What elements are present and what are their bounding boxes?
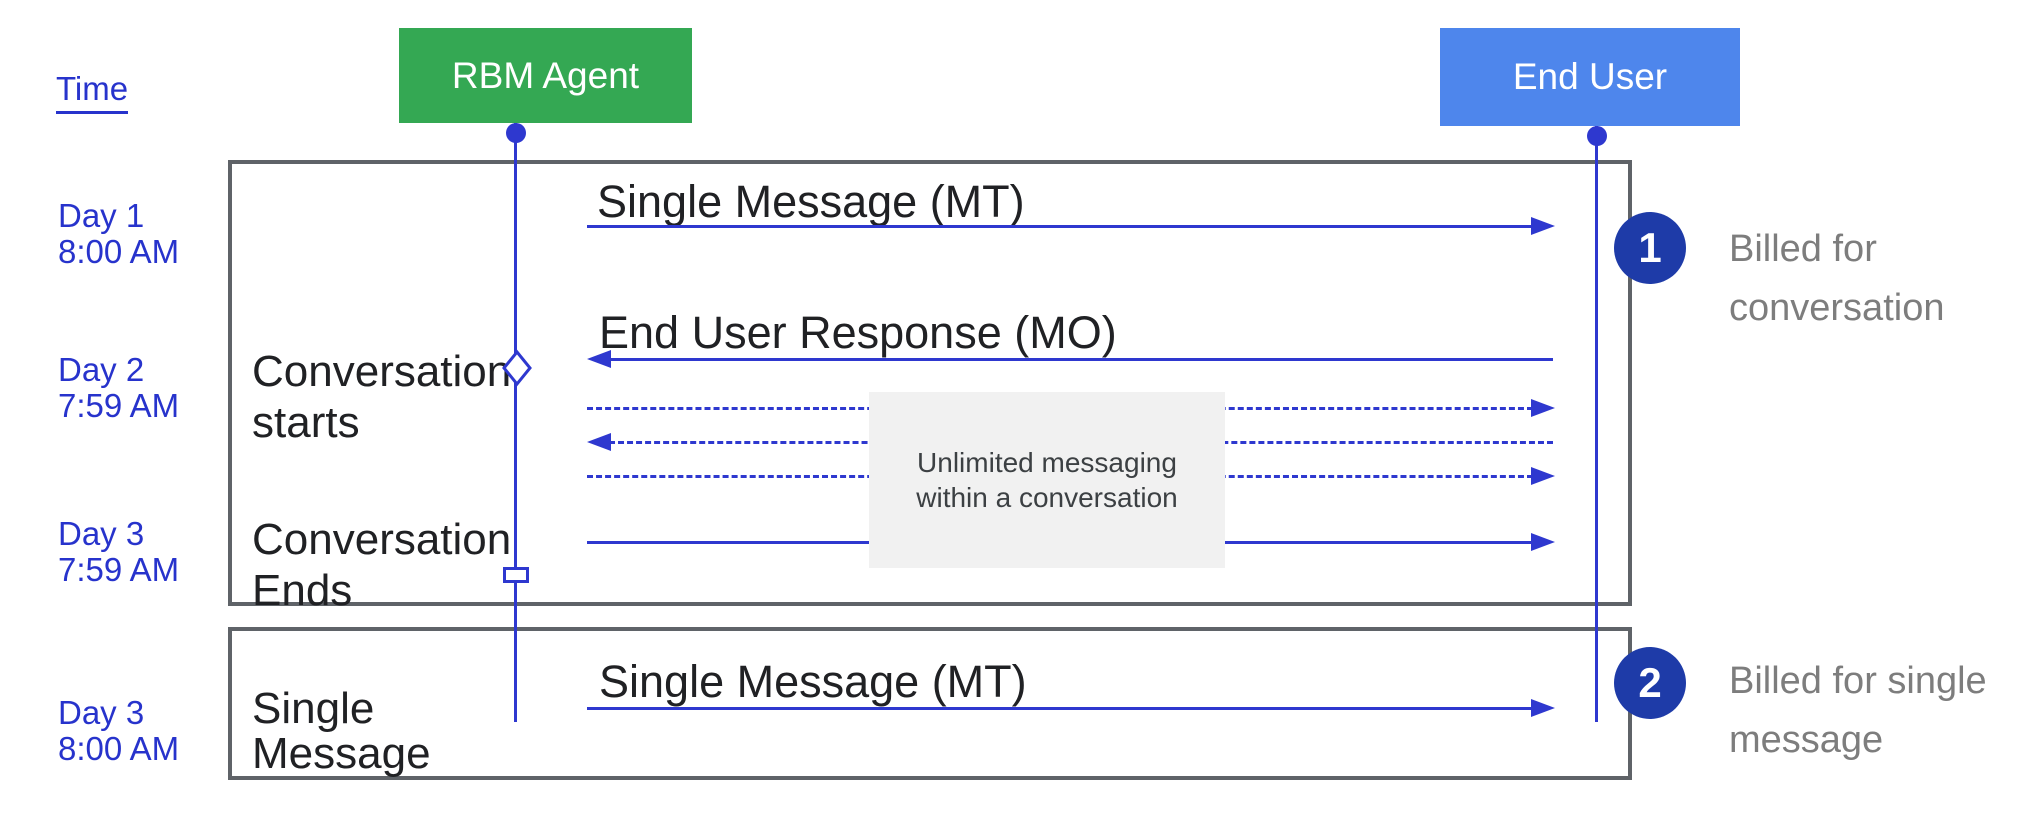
single-message-row-line2: Message [252, 729, 431, 778]
day-label-1-time: 8:00 AM [58, 233, 180, 270]
mo-message-arrow-line [609, 358, 1553, 361]
day-label-1-day: Day 1 [58, 197, 145, 234]
billed-single-line2: message [1729, 719, 1884, 761]
agent-lifeline [514, 123, 517, 722]
billed-conversation-line1: Billed for [1729, 228, 1877, 270]
day-label-4-time: 8:00 AM [58, 730, 180, 767]
rbm-agent-label: RBM Agent [451, 54, 640, 96]
end-user-lifeline [1595, 126, 1598, 722]
single-mt-message-label: Single Message (MT) [599, 656, 1027, 707]
day-label-3-time: 7:59 AM [58, 551, 180, 588]
mt-message-label: Single Message (MT) [597, 176, 1025, 227]
billed-conversation-line2: conversation [1729, 287, 1945, 329]
day-label-2: Day 2 7:59 AM [58, 352, 233, 424]
single-mt-arrow-line [587, 707, 1533, 710]
conversation-box [228, 160, 1632, 606]
day-label-4-day: Day 3 [58, 694, 145, 731]
billed-single-line1: Billed for single [1729, 660, 1987, 702]
billing-badge-2-number: 2 [1638, 659, 1662, 706]
billing-badge-1: 1 [1614, 212, 1686, 284]
single-message-row-label: Single Message [252, 686, 431, 776]
note-line2: within a conversation [916, 482, 1178, 513]
single-message-row-line1: Single [252, 684, 375, 733]
conversation-starts-line1: Conversation [252, 347, 512, 396]
single-mt-arrowhead-icon [1531, 699, 1555, 717]
dashed-arrow-left-head-icon [587, 433, 611, 451]
end-user-actor: End User [1440, 28, 1740, 126]
dashed-arrow-right-2-head-icon [1531, 467, 1555, 485]
day-label-4: Day 3 8:00 AM [58, 695, 233, 767]
conversation-ends-line1: Conversation [252, 515, 512, 564]
billing-badge-1-number: 1 [1638, 224, 1662, 271]
day-label-3: Day 3 7:59 AM [58, 516, 233, 588]
rbm-agent-actor: RBM Agent [399, 28, 692, 123]
day-label-3-day: Day 3 [58, 515, 145, 552]
final-conversation-arrowhead-icon [1531, 533, 1555, 551]
conversation-starts-line2: starts [252, 398, 360, 447]
mt-arrowhead-right-icon [1531, 217, 1555, 235]
note-line1: Unlimited messaging [917, 447, 1177, 478]
day-label-2-day: Day 2 [58, 351, 145, 388]
billing-badge-2: 2 [1614, 647, 1686, 719]
dashed-arrow-right-1-head-icon [1531, 399, 1555, 417]
unlimited-messaging-note: Unlimited messaging within a conversatio… [869, 392, 1225, 568]
day-label-1: Day 1 8:00 AM [58, 198, 233, 270]
billed-for-conversation-label: Billed for conversation [1729, 220, 1944, 338]
mt-message-arrow-line [587, 225, 1533, 228]
billed-for-single-message-label: Billed for single message [1729, 652, 1987, 770]
mo-message-label: End User Response (MO) [599, 307, 1117, 358]
mo-arrowhead-left-icon [587, 350, 611, 368]
conversation-starts-label: Conversation starts [252, 346, 511, 448]
conversation-end-square-marker [503, 567, 529, 583]
conversation-ends-label: Conversation Ends [252, 514, 511, 616]
conversation-ends-line2: Ends [252, 566, 353, 615]
time-axis-label: Time [56, 70, 129, 114]
conversation-start-diamond-marker [502, 349, 532, 387]
end-user-label: End User [1512, 56, 1668, 97]
day-label-2-time: 7:59 AM [58, 387, 180, 424]
